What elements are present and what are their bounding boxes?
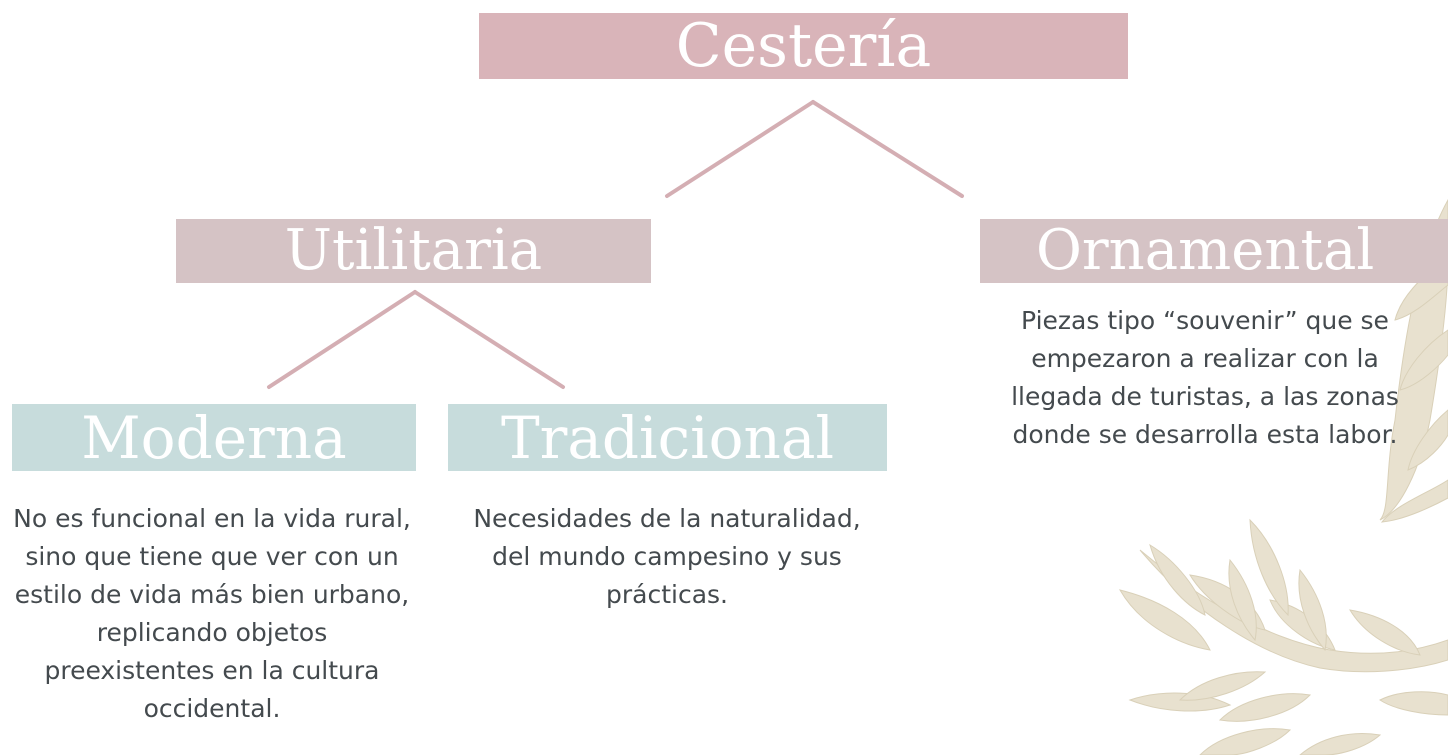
connector-root-right (811, 100, 964, 198)
root-label: Cestería (675, 11, 932, 81)
description-tradicional: Necesidades de la naturalidad, del mundo… (473, 504, 861, 609)
category-node-utilitaria: Utilitaria (176, 219, 651, 283)
connector-utilitaria-left (267, 290, 417, 389)
category-label-utilitaria: Utilitaria (284, 218, 543, 283)
description-moderna: No es funcional en la vida rural, sino q… (13, 504, 411, 723)
leaf-node-moderna: Moderna (12, 404, 416, 471)
root-node: Cestería (479, 13, 1128, 79)
connector-utilitaria-right (413, 290, 565, 389)
leaf-label-tradicional: Tradicional (500, 403, 835, 472)
connector-root-left (665, 100, 815, 198)
description-ornamental: Piezas tipo “souvenir” que se empezaron … (1011, 306, 1399, 449)
category-label-ornamental: Ornamental (1036, 219, 1375, 283)
category-node-ornamental: Ornamental (980, 219, 1448, 283)
leaf-label-moderna: Moderna (81, 403, 347, 472)
leaf-node-tradicional: Tradicional (448, 404, 887, 471)
